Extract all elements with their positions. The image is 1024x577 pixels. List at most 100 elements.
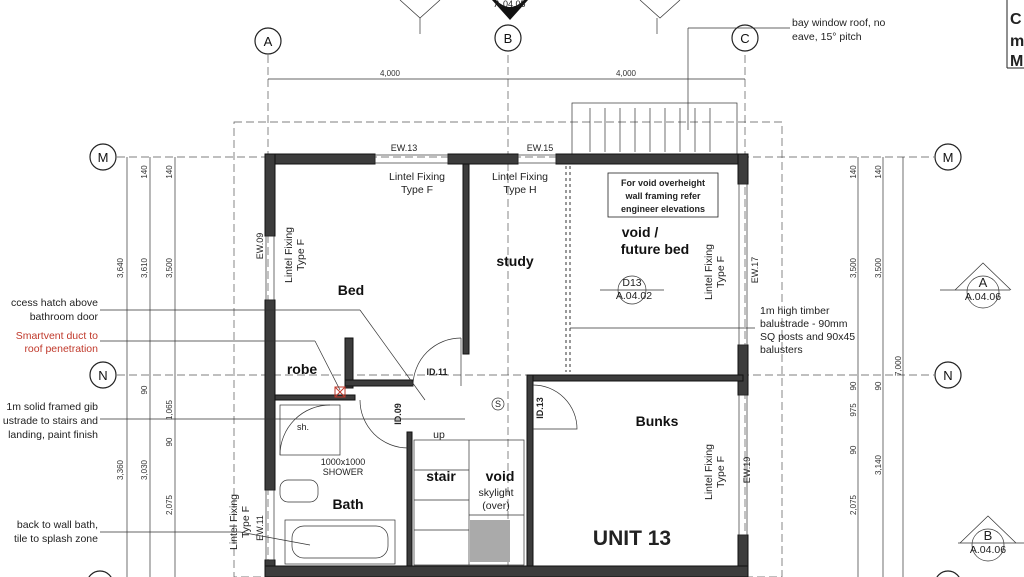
svg-text:975: 975 [849,403,858,417]
detail-marker-d13: D13 A.04.02 [600,275,664,305]
note-bay-window: bay window roof, no eave, 15° pitch [792,17,886,43]
svg-text:D13: D13 [622,277,641,289]
grid-bubble-o-left: O [88,570,112,577]
room-label-bed: Bed [338,282,364,298]
svg-text:A.04.05: A.04.05 [494,0,525,9]
lintel-left-upper-1: Lintel Fixing [283,227,295,283]
room-label-void: void [486,468,515,484]
skylight-label-2: (over) [482,500,509,512]
svg-text:140: 140 [874,165,883,179]
stair [413,439,525,566]
section-marker-top-right [639,0,681,34]
svg-text:landing, paint finish: landing, paint finish [8,429,98,441]
unit-label: UNIT 13 [593,527,671,550]
room-label-bunks: Bunks [636,413,679,429]
svg-text:bay window roof, no: bay window roof, no [792,17,886,29]
svg-text:For void overheight: For void overheight [621,178,705,188]
svg-text:A.04.06: A.04.06 [965,291,1001,303]
lintel-bed-label-1: Lintel Fixing [389,171,445,183]
svg-text:1m high timber: 1m high timber [760,305,830,317]
svg-text:N: N [943,368,952,383]
svg-text:140: 140 [165,165,174,179]
grid-bubble-m-left: M [89,143,117,171]
s-marker: S [491,397,505,411]
walls [264,153,749,577]
svg-text:A.04.02: A.04.02 [616,290,652,302]
note-smartvent: Smartvent duct to roof penetration [16,330,98,355]
room-label-study: study [496,253,534,269]
skylight-label-1: skylight [478,487,513,499]
svg-text:m: m [1010,33,1024,50]
note-balustrade: 1m high timber balustrade - 90mm SQ post… [760,305,855,356]
room-label-void-1: void / [622,224,659,240]
svg-text:90: 90 [849,381,858,390]
lintel-left-upper-2: Type F [295,239,307,271]
grid-bubble-m-right: M [934,143,962,171]
svg-text:wall framing refer: wall framing refer [624,191,701,201]
lintel-study-label-1: Lintel Fixing [492,171,548,183]
note-bath: back to wall bath, tile to splash zone [14,519,98,545]
timber-balustrade [565,166,571,372]
note-access-hatch: ccess hatch above bathroom door [11,297,98,323]
svg-text:1m solid framed gib: 1m solid framed gib [6,401,98,413]
room-label-void-2: future bed [621,241,689,257]
windows [265,154,748,561]
window-tag-ew13: EW.13 [391,143,418,153]
svg-text:2,075: 2,075 [849,494,858,515]
svg-text:balustrade - 90mm: balustrade - 90mm [760,318,848,330]
lintel-right-lower-1: Lintel Fixing [703,444,715,500]
lintel-right-upper-1: Lintel Fixing [703,244,715,300]
svg-text:eave, 15° pitch: eave, 15° pitch [792,31,862,43]
svg-text:3,500: 3,500 [874,257,883,278]
toilet [279,479,319,503]
grid-bubble-n-left: N [89,361,117,389]
svg-text:C: C [740,31,749,46]
shower [279,404,341,456]
room-label-stair: stair [426,468,456,484]
svg-text:2,075: 2,075 [165,494,174,515]
svg-text:3,610: 3,610 [140,257,149,278]
leader-lines [100,27,790,546]
svg-text:C: C [1010,11,1022,28]
svg-text:140: 140 [849,165,858,179]
svg-text:M: M [943,150,954,165]
svg-text:ustrade to stairs and: ustrade to stairs and [3,415,98,427]
right-dimensions: 140 3,500 90 975 90 2,075 140 3,500 90 3… [849,157,904,577]
svg-text:S: S [495,399,501,409]
doors [359,337,578,449]
section-marker-top-left [399,0,441,34]
left-dimensions: 3,640 3,360 140 3,610 90 3,030 140 3,500… [116,157,176,577]
svg-text:90: 90 [874,381,883,390]
svg-text:90: 90 [140,385,149,394]
svg-text:engineer elevations: engineer elevations [621,204,705,214]
svg-text:SQ posts and 90x45: SQ posts and 90x45 [760,331,855,343]
room-label-bath: Bath [332,496,363,512]
note-gib-balustrade: 1m solid framed gib ustrade to stairs an… [3,401,98,441]
svg-text:4,000: 4,000 [380,69,401,78]
svg-text:90: 90 [849,445,858,454]
svg-text:3,500: 3,500 [165,257,174,278]
skylight-shade [470,520,510,562]
svg-text:roof penetration: roof penetration [24,343,98,355]
window-tag-ew15: EW.15 [527,143,554,153]
title-block-fragment: C m M [1006,0,1024,70]
lintel-bed-label-2: Type F [401,184,433,196]
room-label-robe: robe [287,361,318,377]
lintel-right-upper-2: Type F [715,256,727,288]
top-dimension: 4,000 4,000 [268,69,745,80]
lintel-left-lower-2: Type F [240,506,252,538]
svg-text:3,030: 3,030 [140,459,149,480]
svg-text:Smartvent duct to: Smartvent duct to [16,330,98,342]
shower-label-2: SHOWER [323,467,364,477]
svg-text:B: B [984,528,993,543]
bathtub [284,519,396,565]
window-tag-ew17: EW.17 [750,257,760,284]
svg-text:bathroom door: bathroom door [30,311,99,323]
grid-bubble-n-right: N [934,361,962,389]
smartvent-duct-icon [334,386,346,398]
lintel-study-label-2: Type H [503,184,536,196]
svg-text:A.04.06: A.04.06 [970,544,1006,556]
svg-text:B: B [504,31,513,46]
svg-text:3,360: 3,360 [116,459,125,480]
